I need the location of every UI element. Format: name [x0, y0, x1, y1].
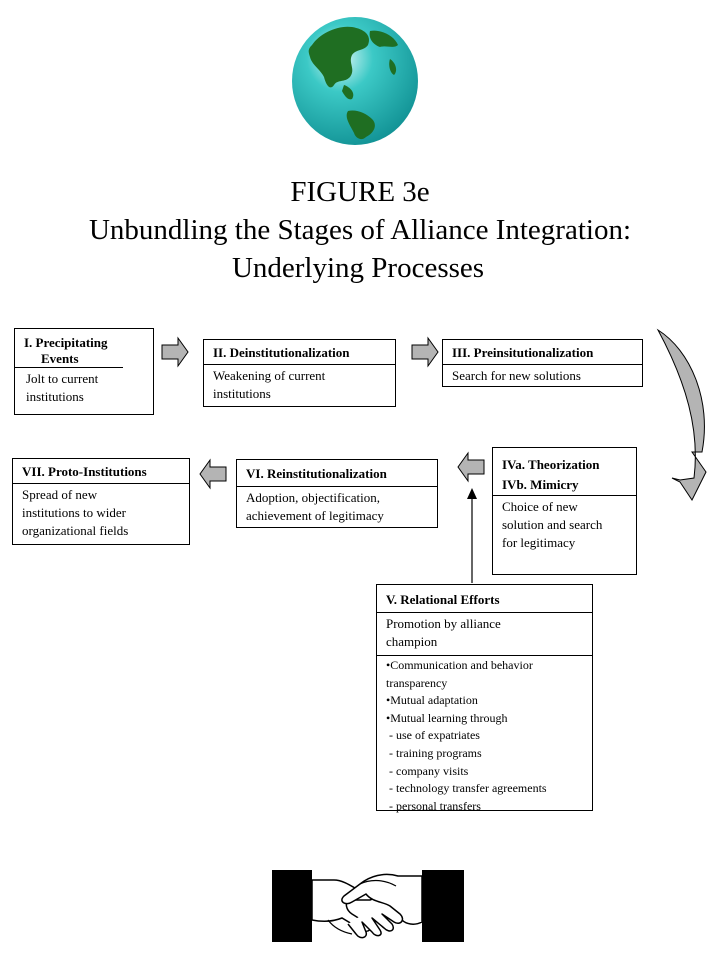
- list-item: - company visits: [386, 763, 469, 778]
- stage-body-line: Adoption, objectification,: [246, 490, 380, 505]
- stage-body-line: achievement of legitimacy: [246, 508, 384, 523]
- stage-body-line: champion: [386, 634, 438, 649]
- list-item: •Communication and behavior: [386, 658, 533, 672]
- stage-title: VII. Proto-Institutions: [22, 464, 147, 479]
- arrow-left: [199, 458, 227, 490]
- figure-number: FIGURE 3e: [290, 176, 430, 208]
- stage-body-line: Promotion by alliance: [386, 616, 501, 631]
- stage-box-theorization-mimicry: IVa. Theorization IVb. Mimicry Choice of…: [492, 447, 637, 575]
- arrow-up-head: [467, 488, 477, 499]
- stage-body-line: Jolt to current: [26, 371, 99, 386]
- list-item: •Mutual adaptation: [386, 693, 478, 708]
- stage-body-line: organizational fields: [22, 523, 129, 538]
- stage-box-reinstitutionalization: VI. Reinstitutionalization Adoption, obj…: [236, 459, 438, 528]
- list-item: - use of expatriates: [386, 728, 480, 743]
- stage-body-line: Search for new solutions: [452, 368, 581, 383]
- stage-body-line: Spread of new: [22, 487, 98, 502]
- figure-title-line: Unbundling the Stages of Alliance Integr…: [88, 214, 632, 246]
- stage-title: IVa. Theorization: [502, 457, 600, 472]
- stage-body-line: institutions to wider: [22, 505, 126, 520]
- list-item: - personal transfers: [386, 798, 481, 813]
- stage-title: Events: [41, 351, 79, 366]
- stage-title: III. Preinsitutionalization: [452, 345, 594, 360]
- stage-title: IVb. Mimicry: [502, 477, 579, 492]
- stage-body-line: Weakening of current: [213, 368, 326, 383]
- stage-title: V. Relational Efforts: [386, 592, 500, 607]
- globe-icon: [292, 17, 418, 145]
- curved-arrow: [656, 328, 707, 501]
- handshake-icon: [272, 870, 464, 942]
- list-item: transparency: [386, 675, 448, 690]
- stage-title: II. Deinstitutionalization: [213, 345, 350, 360]
- stage-body-line: solution and search: [502, 517, 603, 532]
- list-item: •Mutual learning through: [386, 710, 508, 725]
- stage-body-line: institutions: [213, 386, 271, 401]
- list-item: - training programs: [386, 745, 482, 760]
- arrow-right: [161, 336, 189, 368]
- stage-body-line: institutions: [26, 389, 84, 404]
- stage-box-preinstitutionalization: III. Preinsitutionalization Search for n…: [442, 339, 643, 387]
- arrow-right: [411, 336, 439, 368]
- stage-body-line: for legitimacy: [502, 535, 576, 550]
- arrow-left: [457, 451, 485, 483]
- stage-box-deinstitutionalization: II. Deinstitutionalization Weakening of …: [203, 339, 396, 407]
- stage-title: VI. Reinstitutionalization: [246, 466, 387, 481]
- figure-title-line: Underlying Processes: [231, 252, 485, 284]
- stage-box-precipitating-events: I. Precipitating Events Jolt to current …: [14, 328, 154, 415]
- stage-title: I. Precipitating: [24, 335, 108, 350]
- list-item: - technology transfer agreements: [386, 781, 547, 796]
- stage-body-line: Choice of new: [502, 499, 578, 514]
- stage-box-relational-efforts: V. Relational Efforts Promotion by allia…: [376, 584, 593, 813]
- stage-box-proto-institutions: VII. Proto-Institutions Spread of new in…: [12, 458, 190, 545]
